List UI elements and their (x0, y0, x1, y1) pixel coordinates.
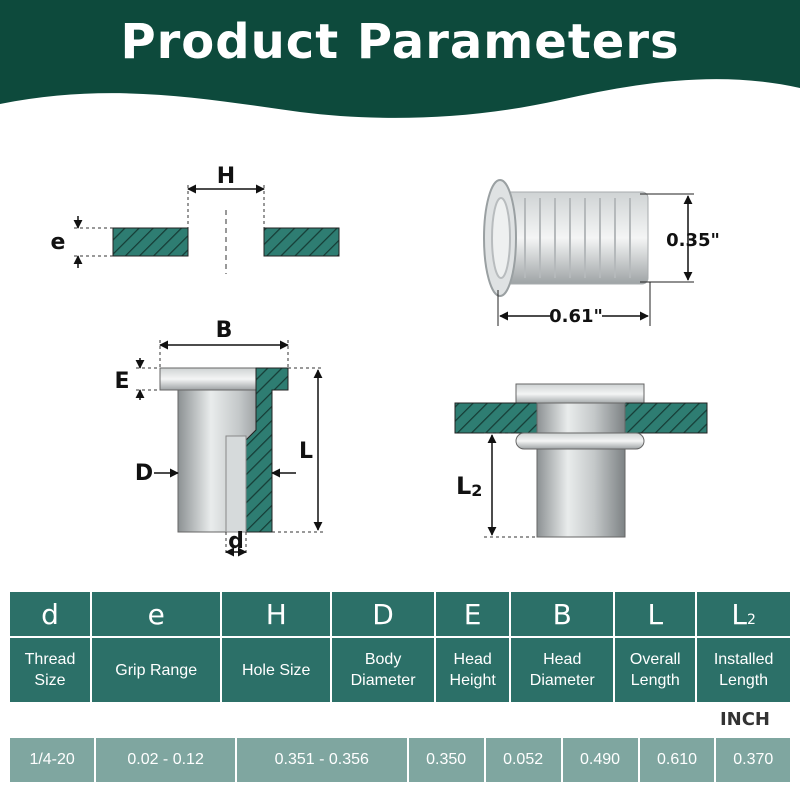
grip-label: e (51, 230, 66, 255)
rivet-nut-section: B E L D d (114, 318, 324, 557)
installed-length-label: L2 (456, 472, 482, 500)
symbol-cell: e (91, 592, 223, 636)
head-diameter-label: B (216, 318, 233, 343)
value-table: 1/4-20 0.02 - 0.12 0.351 - 0.356 0.350 0… (10, 738, 790, 782)
value-cell: 0.490 (562, 738, 640, 782)
symbol-cell: E (436, 592, 512, 636)
technical-drawings: H e 0.35" 0.61" B (51, 164, 720, 557)
name-cell: Hole Size (222, 636, 333, 702)
value-cell: 0.350 (408, 738, 486, 782)
body-diameter-label: D (135, 461, 153, 486)
banner (0, 0, 800, 118)
value-cell: 0.02 - 0.12 (96, 738, 237, 782)
value-cell: 0.610 (639, 738, 717, 782)
symbol-cell: B (511, 592, 616, 636)
rivet-nut-photo: 0.35" 0.61" (483, 179, 720, 327)
photo-height-label: 0.35" (666, 230, 720, 251)
value-cell: 1/4-20 (10, 738, 97, 782)
plate-left (112, 227, 189, 257)
name-cell: Grip Range (91, 636, 223, 702)
length-label: L (299, 439, 313, 464)
photo-length-label: 0.61" (549, 306, 603, 327)
value-row: 1/4-20 0.02 - 0.12 0.351 - 0.356 0.350 0… (10, 738, 790, 782)
hole-label: H (217, 164, 235, 189)
head-height-label: E (114, 369, 129, 394)
symbol-cell: L2 (697, 592, 790, 636)
installed-diagram: L2 (454, 383, 708, 538)
plate-right (263, 227, 340, 257)
symbol-cell: d (10, 592, 92, 636)
value-cell: 0.052 (485, 738, 563, 782)
page-title: Product Parameters (120, 14, 680, 70)
thread-label: d (228, 529, 244, 554)
symbol-cell: H (222, 592, 333, 636)
value-cell: 0.351 - 0.356 (236, 738, 409, 782)
unit-label: INCH (719, 709, 770, 730)
symbol-cell: D (332, 592, 437, 636)
symbol-row: d e H D E B L L2 (10, 592, 790, 636)
symbol-cell: L (615, 592, 698, 636)
hole-diagram: H e (51, 164, 340, 274)
value-cell: 0.370 (716, 738, 790, 782)
banner-background (0, 0, 800, 118)
